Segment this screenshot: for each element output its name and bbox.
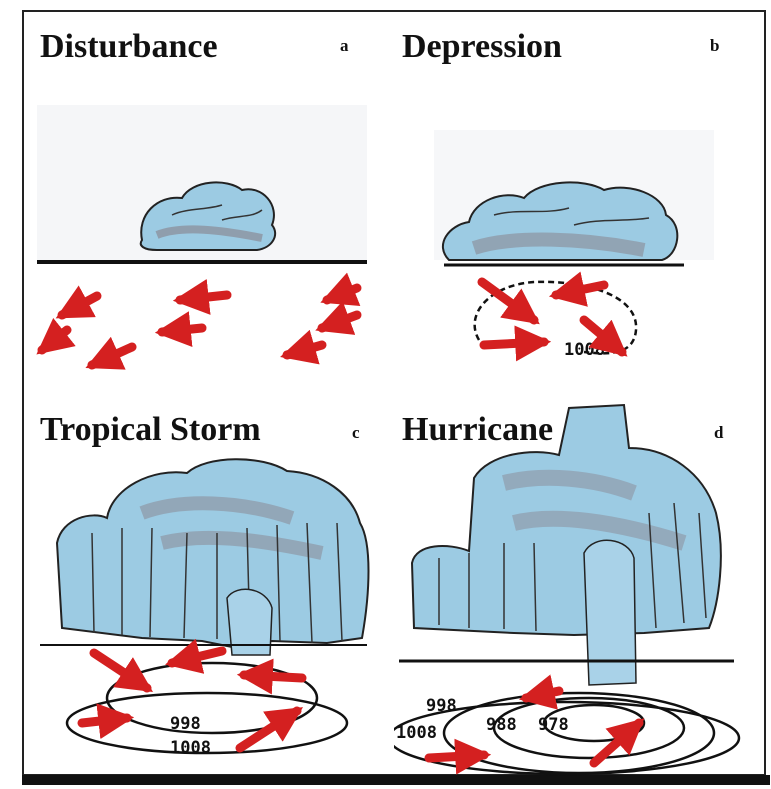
cloud-icon	[412, 405, 721, 685]
panel-hurricane: Hurricane d 998 988 978	[394, 393, 766, 776]
depression-illustration: 1008	[394, 10, 766, 393]
panel-tropical-storm: Tropical Storm c 998 1008	[22, 393, 394, 776]
isobar-label: 998	[170, 714, 201, 734]
isobar-label: 1008	[396, 723, 437, 743]
isobar-label: 978	[538, 715, 569, 735]
isobar-label: 1008	[564, 340, 605, 360]
tropical-storm-illustration: 998 1008	[22, 393, 394, 776]
panel-depression: Depression b 1008	[394, 10, 766, 393]
isobar-label: 988	[486, 715, 517, 735]
isobar-label: 1008	[170, 738, 211, 758]
panel-disturbance: Disturbance a	[22, 10, 394, 393]
wind-arrow-icon	[42, 288, 357, 365]
cloud-icon	[57, 459, 369, 655]
frame-shadow-bar	[22, 775, 770, 785]
hurricane-illustration: 998 988 978 1008	[394, 393, 766, 776]
isobar-label: 998	[426, 696, 457, 716]
disturbance-illustration	[22, 10, 394, 393]
